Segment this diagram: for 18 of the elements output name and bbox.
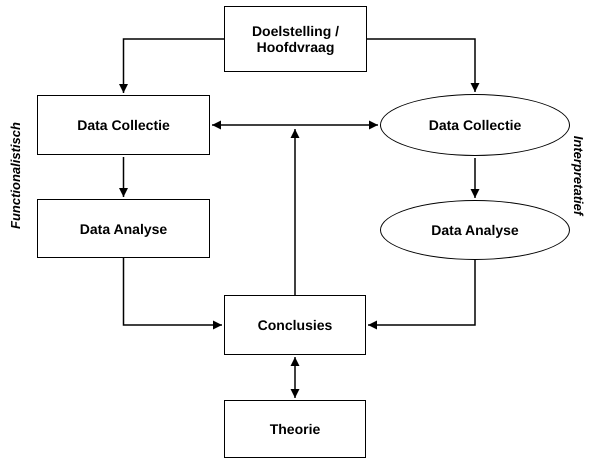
theory-box: Theorie (224, 400, 366, 458)
side-label: Interpretatief (570, 135, 586, 215)
arrow (119, 157, 128, 197)
process-ellipse: Data Collectie (380, 94, 570, 156)
arrow (119, 38, 224, 93)
arrow (470, 158, 480, 198)
arrow (367, 38, 480, 92)
goal-box: Doelstelling / Hoofdvraag (224, 6, 367, 72)
arrow (122, 258, 222, 330)
arrow (290, 129, 300, 295)
double-arrow (212, 120, 378, 130)
conclusion-box: Conclusies (224, 295, 366, 355)
process-ellipse: Data Analyse (380, 200, 570, 260)
side-label: Functionalistisch (7, 122, 22, 228)
process-box: Data Analyse (37, 199, 210, 258)
double-arrow (290, 357, 300, 398)
process-box: Data Collectie (37, 95, 210, 155)
arrow (368, 260, 476, 330)
